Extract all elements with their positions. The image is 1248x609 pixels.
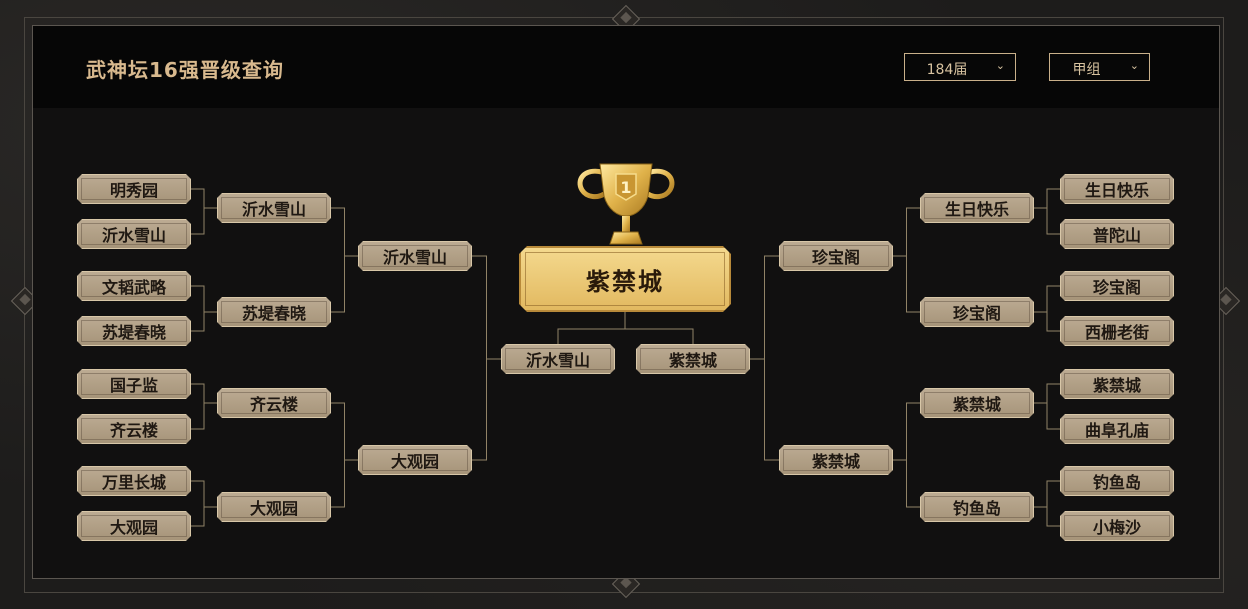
trophy-icon: 1 <box>577 163 675 245</box>
team-right-sf-1[interactable]: 珍宝阁 <box>779 241 893 271</box>
team-right-r16-4[interactable]: 西栅老街 <box>1060 316 1174 346</box>
team-right-r16-1[interactable]: 生日快乐 <box>1060 174 1174 204</box>
team-left-r16-4[interactable]: 苏堤春晓 <box>77 316 191 346</box>
team-left-qf-4[interactable]: 大观园 <box>217 492 331 522</box>
page-title: 武神坛16强晋级查询 <box>86 58 284 82</box>
team-right-r16-5[interactable]: 紫禁城 <box>1060 369 1174 399</box>
team-right-r16-3[interactable]: 珍宝阁 <box>1060 271 1174 301</box>
team-right-qf-4[interactable]: 钓鱼岛 <box>920 492 1034 522</box>
team-right-r16-7[interactable]: 钓鱼岛 <box>1060 466 1174 496</box>
team-left-r16-8[interactable]: 大观园 <box>77 511 191 541</box>
team-right-sf-2[interactable]: 紫禁城 <box>779 445 893 475</box>
season-select-value: 184届 <box>926 62 968 78</box>
team-right-r16-6[interactable]: 曲阜孔庙 <box>1060 414 1174 444</box>
team-left-qf-3[interactable]: 齐云楼 <box>217 388 331 418</box>
season-select[interactable]: 184届 ⌄ <box>904 53 1016 81</box>
trophy-rank: 1 <box>620 178 631 197</box>
team-right-r16-2[interactable]: 普陀山 <box>1060 219 1174 249</box>
team-left-r16-7[interactable]: 万里长城 <box>77 466 191 496</box>
team-right-qf-1[interactable]: 生日快乐 <box>920 193 1034 223</box>
group-select-value: 甲组 <box>1072 62 1101 78</box>
team-left-sf-1[interactable]: 沂水雪山 <box>358 241 472 271</box>
panel-header: 武神坛16强晋级查询 184届 ⌄ 甲组 ⌄ <box>33 26 1219 108</box>
chevron-down-icon: ⌄ <box>1129 59 1139 72</box>
team-left-final[interactable]: 沂水雪山 <box>501 344 615 374</box>
team-right-r16-8[interactable]: 小梅沙 <box>1060 511 1174 541</box>
team-right-qf-3[interactable]: 紫禁城 <box>920 388 1034 418</box>
team-left-r16-5[interactable]: 国子监 <box>77 369 191 399</box>
team-left-qf-2[interactable]: 苏堤春晓 <box>217 297 331 327</box>
team-left-sf-2[interactable]: 大观园 <box>358 445 472 475</box>
champion-box: 紫禁城 <box>519 246 731 312</box>
champion-name: 紫禁城 <box>586 267 664 296</box>
team-left-r16-3[interactable]: 文韬武略 <box>77 271 191 301</box>
team-right-final[interactable]: 紫禁城 <box>636 344 750 374</box>
team-left-r16-6[interactable]: 齐云楼 <box>77 414 191 444</box>
team-left-qf-1[interactable]: 沂水雪山 <box>217 193 331 223</box>
team-left-r16-1[interactable]: 明秀园 <box>77 174 191 204</box>
chevron-down-icon: ⌄ <box>995 59 1005 72</box>
group-select[interactable]: 甲组 ⌄ <box>1049 53 1150 81</box>
team-left-r16-2[interactable]: 沂水雪山 <box>77 219 191 249</box>
team-right-qf-2[interactable]: 珍宝阁 <box>920 297 1034 327</box>
